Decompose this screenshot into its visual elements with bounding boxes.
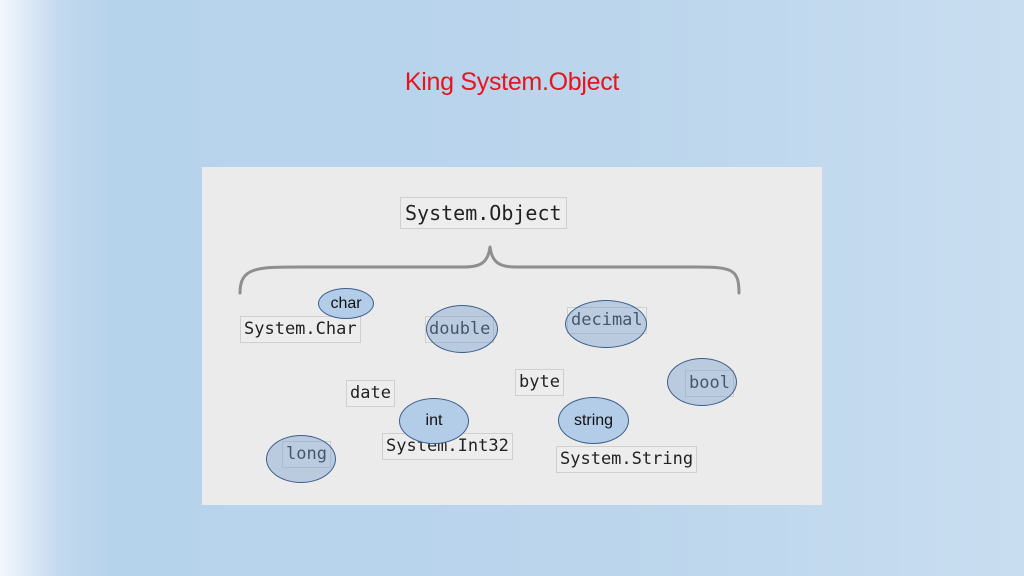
system-object-box: System.Object xyxy=(400,197,567,229)
double-highlight xyxy=(426,305,498,353)
long-highlight xyxy=(266,435,336,483)
string-alias-bubble: string xyxy=(558,397,629,444)
type-hierarchy-diagram: System.Object System.Char double decimal… xyxy=(202,167,822,505)
byte-box: byte xyxy=(515,369,564,396)
date-box: date xyxy=(346,380,395,407)
curly-brace xyxy=(238,245,741,295)
system-char-box: System.Char xyxy=(240,316,361,343)
decimal-highlight xyxy=(565,300,647,348)
system-string-box: System.String xyxy=(556,446,698,473)
int-alias-bubble: int xyxy=(399,398,469,444)
slide-title: King System.Object xyxy=(404,68,620,96)
bool-highlight xyxy=(667,358,737,406)
char-alias-bubble: char xyxy=(318,288,374,319)
